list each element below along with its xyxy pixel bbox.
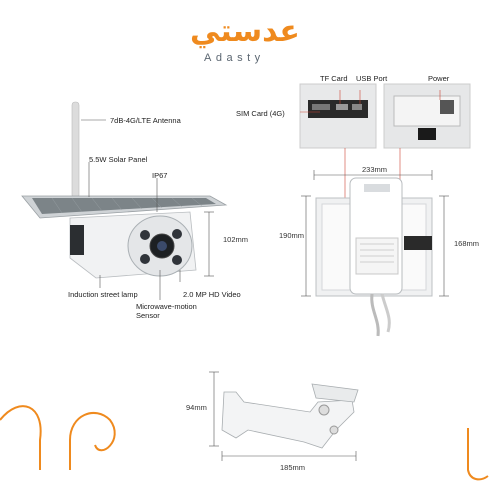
label-usb-port: USB Port — [356, 74, 388, 83]
label-motion-sensor-2: Sensor — [136, 311, 160, 320]
dim-bracket-length: 185mm — [280, 463, 306, 472]
dim-panel-height-right: 168mm — [454, 239, 480, 248]
wall-bracket — [221, 391, 355, 449]
camera-front-body — [349, 177, 403, 295]
label-ip-rating: IP67 — [152, 171, 168, 180]
label-sim-card: SIM Card (4G) — [236, 109, 285, 118]
dim-panel-height-left: 190mm — [279, 231, 305, 240]
antenna — [71, 101, 80, 199]
decor-swirl-left — [0, 405, 42, 470]
label-video: 2.0 MP HD Video — [183, 290, 241, 299]
decor-swirl-right — [467, 428, 489, 481]
dim-bracket-height: 94mm — [186, 403, 207, 412]
dim-panel-width: 233mm — [362, 165, 388, 174]
label-antenna: 7dB-4G/LTE Antenna — [110, 116, 181, 125]
brand-logo-latin: Adasty — [204, 52, 265, 64]
dim-camera-height: 102mm — [223, 235, 249, 244]
label-power: Power — [428, 74, 450, 83]
label-tf-card: TF Card — [320, 74, 348, 83]
brand-logo-arabic: عدستي — [190, 14, 300, 49]
label-solar-panel: 5.5W Solar Panel — [89, 155, 148, 164]
decor-swirl-mid — [69, 411, 116, 470]
label-motion-sensor-1: Microwave-motion — [136, 302, 197, 311]
label-induction-lamp: Induction street lamp — [68, 290, 138, 299]
